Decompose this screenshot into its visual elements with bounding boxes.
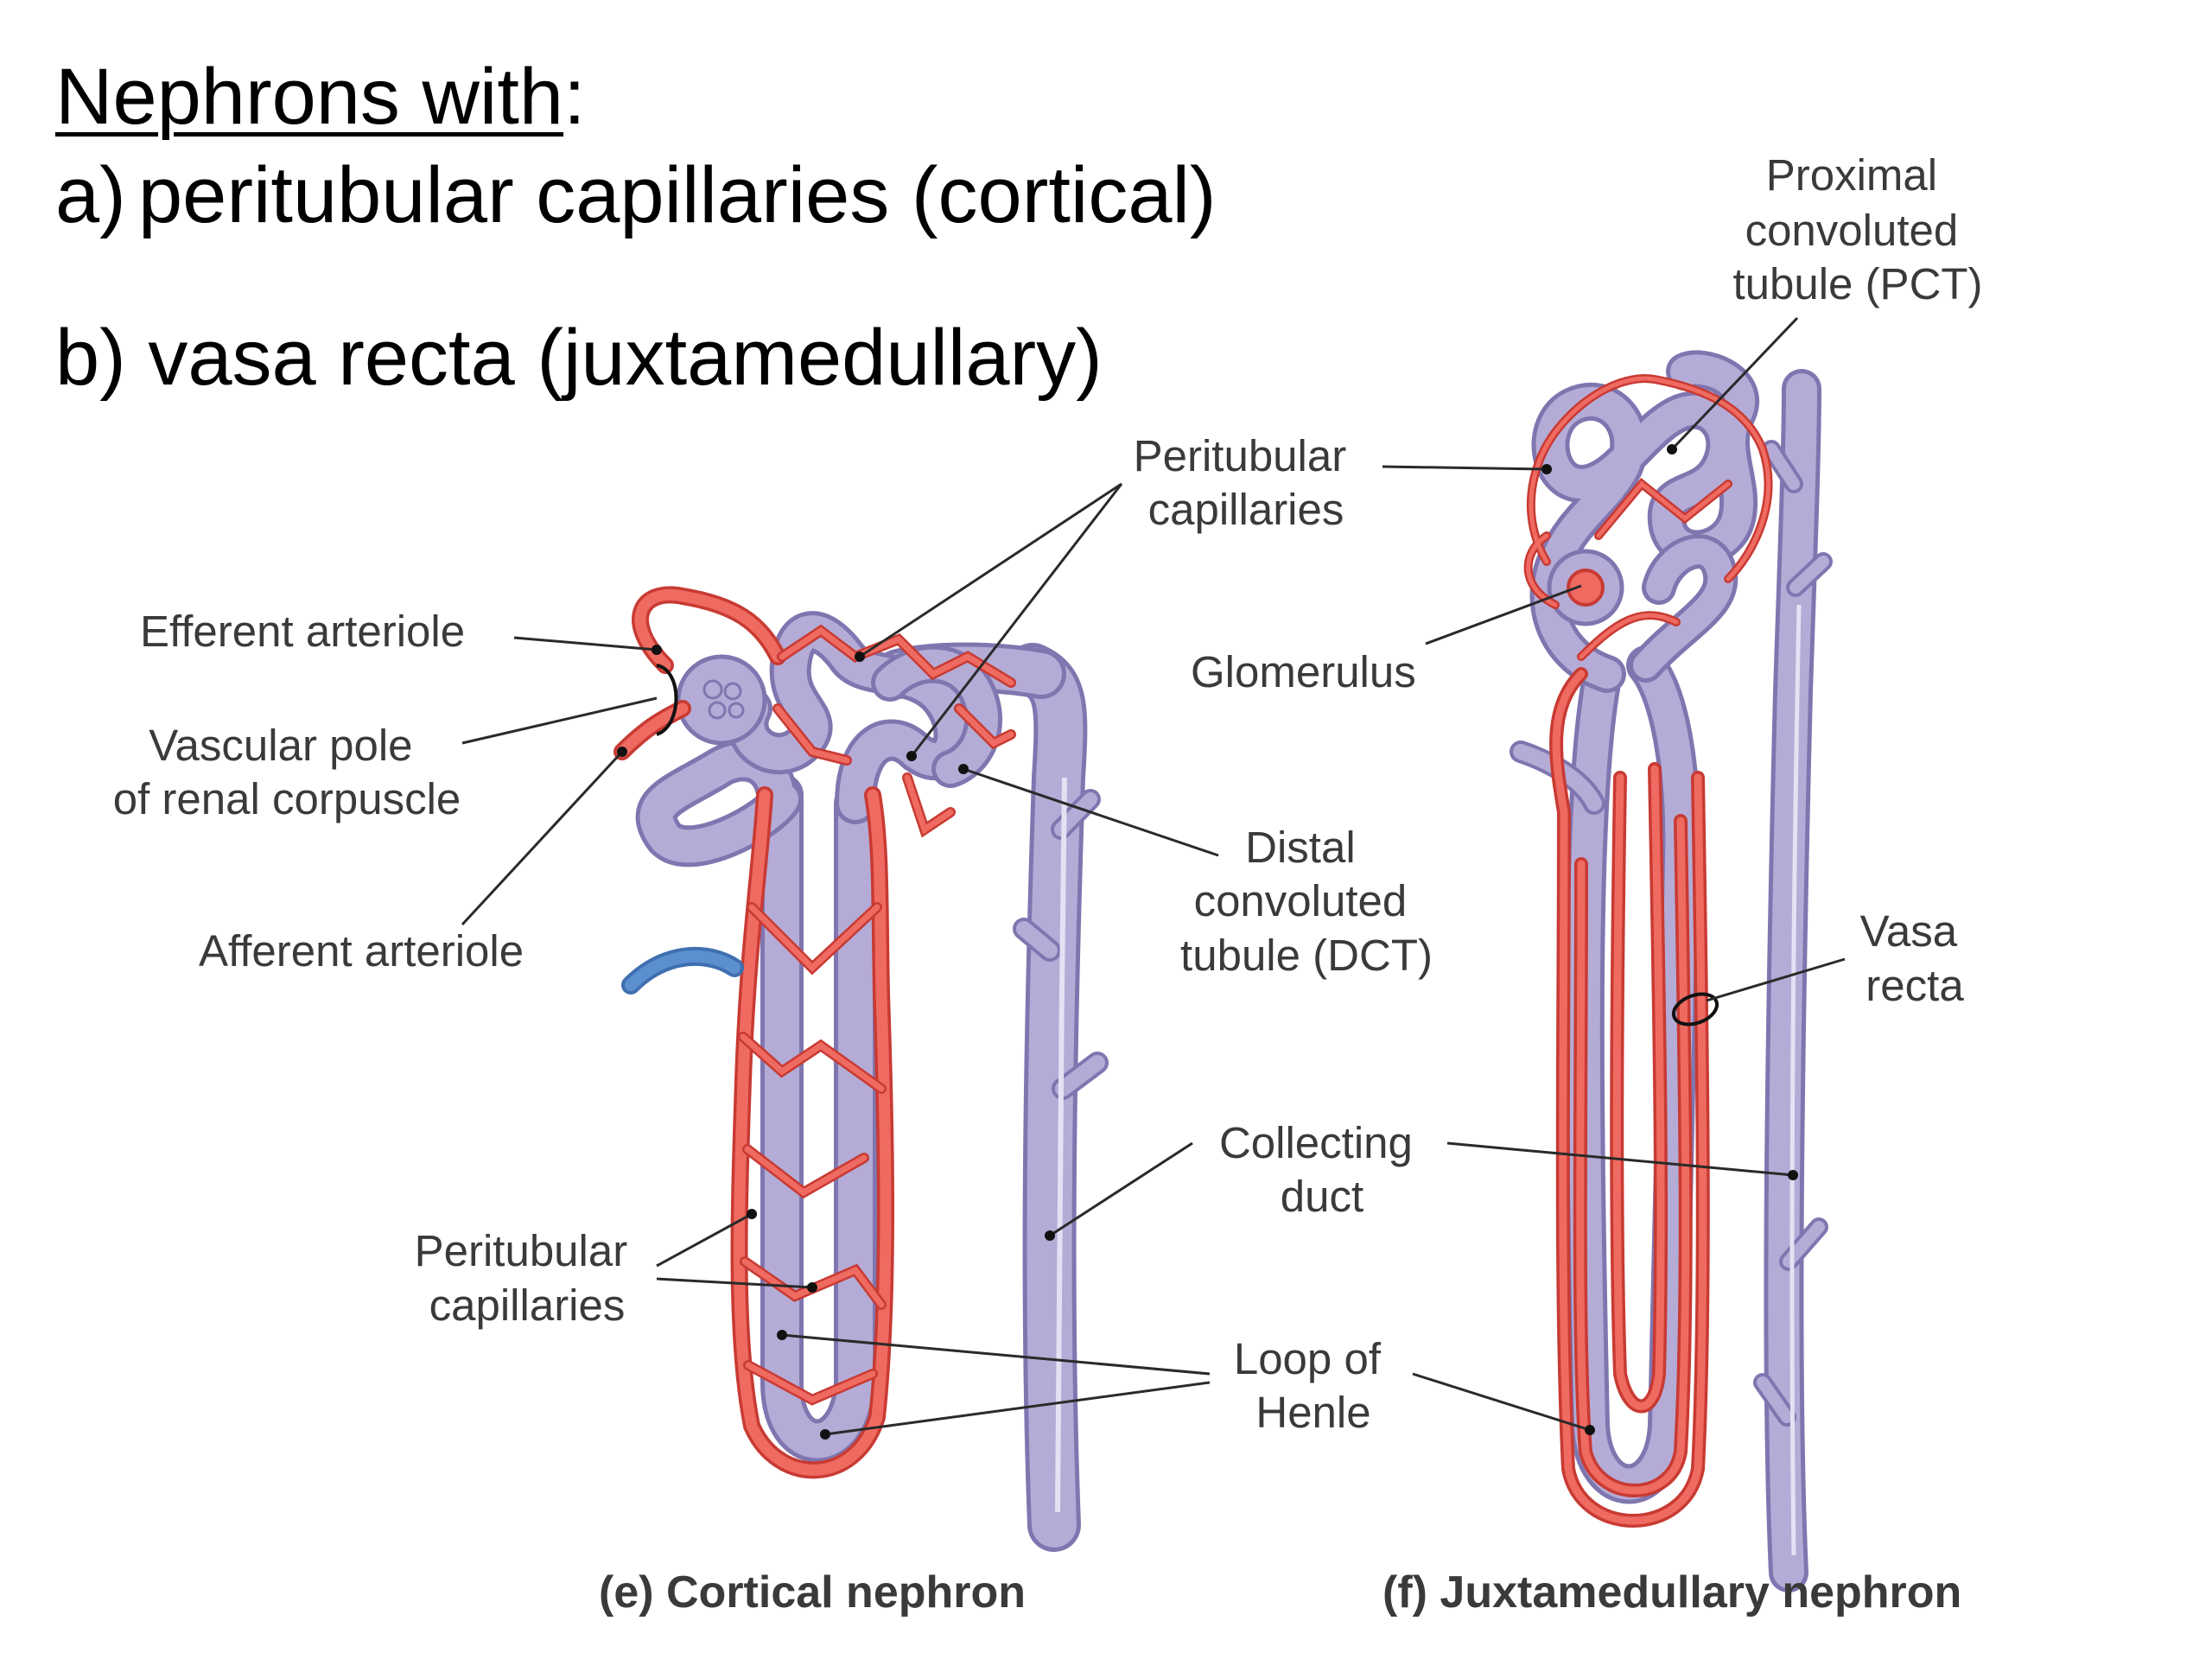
title-colon: : — [563, 53, 586, 141]
caption-cortical-nephron: (e) Cortical nephron — [599, 1567, 1026, 1618]
label-proximal-convoluted-tubule: Proximal convoluted tubule (PCT) — [1732, 150, 1982, 308]
vasa-recta-marker — [1671, 992, 1719, 1027]
collecting-duct-cortical — [874, 642, 1109, 1552]
renal-corpuscle-cortical — [676, 654, 767, 746]
peritubular-capillary-network-cortical — [613, 586, 1016, 1479]
vascular-pole-bracket — [656, 664, 678, 736]
caption-juxtamedullary-nephron: (f) Juxtamedullary nephron — [1382, 1567, 1961, 1618]
label-vasa-recta: Vasa recta — [1860, 906, 1970, 1010]
list-item-a: a)peritubular capillaries (cortical) — [55, 156, 1217, 235]
collecting-duct-juxtamedullary — [1753, 369, 1833, 1592]
label-vascular-pole: Vascular pole of renal corpuscle — [113, 721, 461, 823]
label-collecting-duct: Collecting duct — [1219, 1118, 1425, 1221]
list-marker-a: a) — [55, 151, 126, 239]
convoluted-tubules-juxtamedullary — [1529, 350, 1759, 693]
title-underlined: Nephrons with — [55, 53, 564, 141]
slide-title: Nephrons with: — [55, 57, 586, 137]
label-afferent-arteriole: Afferent arteriole — [199, 926, 524, 976]
venule-cortical — [621, 946, 744, 995]
glomerulus-juxtamedullary — [1547, 549, 1624, 626]
label-glomerulus: Glomerulus — [1191, 647, 1416, 696]
list-item-b: b) vasa recta (juxtamedullary) — [55, 314, 1103, 402]
leader-lines — [461, 316, 1846, 1436]
juxtamedullary-nephron-illustration — [1510, 350, 1833, 1592]
leader-dots — [617, 444, 1798, 1440]
cortical-nephron-illustration — [613, 586, 1109, 1552]
label-peritubular-capillaries-top: Peritubular capillaries — [1134, 431, 1359, 534]
label-efferent-arteriole: Efferent arteriole — [140, 607, 465, 656]
label-loop-of-henle: Loop of Henle — [1234, 1334, 1393, 1437]
loop-of-henle-juxtamedullary — [1510, 645, 1701, 1504]
label-distal-convoluted-tubule: Distal convoluted tubule (DCT) — [1180, 823, 1433, 980]
label-peritubular-capillaries-bottom: Peritubular capillaries — [415, 1226, 640, 1330]
list-text-a: peritubular capillaries (cortical) — [138, 151, 1217, 239]
